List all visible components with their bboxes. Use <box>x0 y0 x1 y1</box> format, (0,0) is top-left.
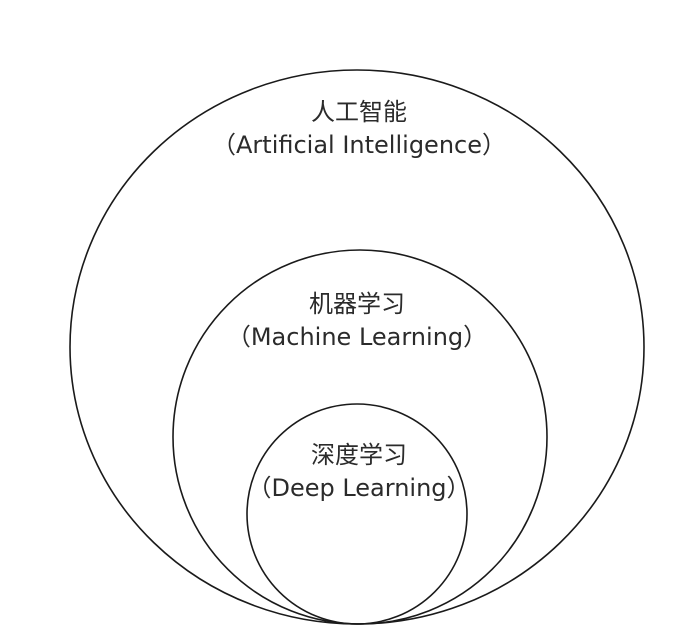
label-deep-learning: 深度学习 （Deep Learning） <box>247 439 470 505</box>
dl-english-label: （Deep Learning） <box>247 474 471 502</box>
dl-chinese-label: 深度学习 <box>310 441 407 469</box>
label-artificial-intelligence: 人工智能 （Artificial Intelligence） <box>212 96 506 162</box>
ml-chinese-label: 机器学习 <box>308 290 405 318</box>
label-machine-learning: 机器学习 （Machine Learning） <box>227 288 487 354</box>
ai-english-label: （Artificial Intelligence） <box>212 131 506 159</box>
ml-english-label: （Machine Learning） <box>226 323 488 351</box>
ai-chinese-label: 人工智能 <box>311 98 407 126</box>
circle-deep-learning <box>246 403 468 625</box>
